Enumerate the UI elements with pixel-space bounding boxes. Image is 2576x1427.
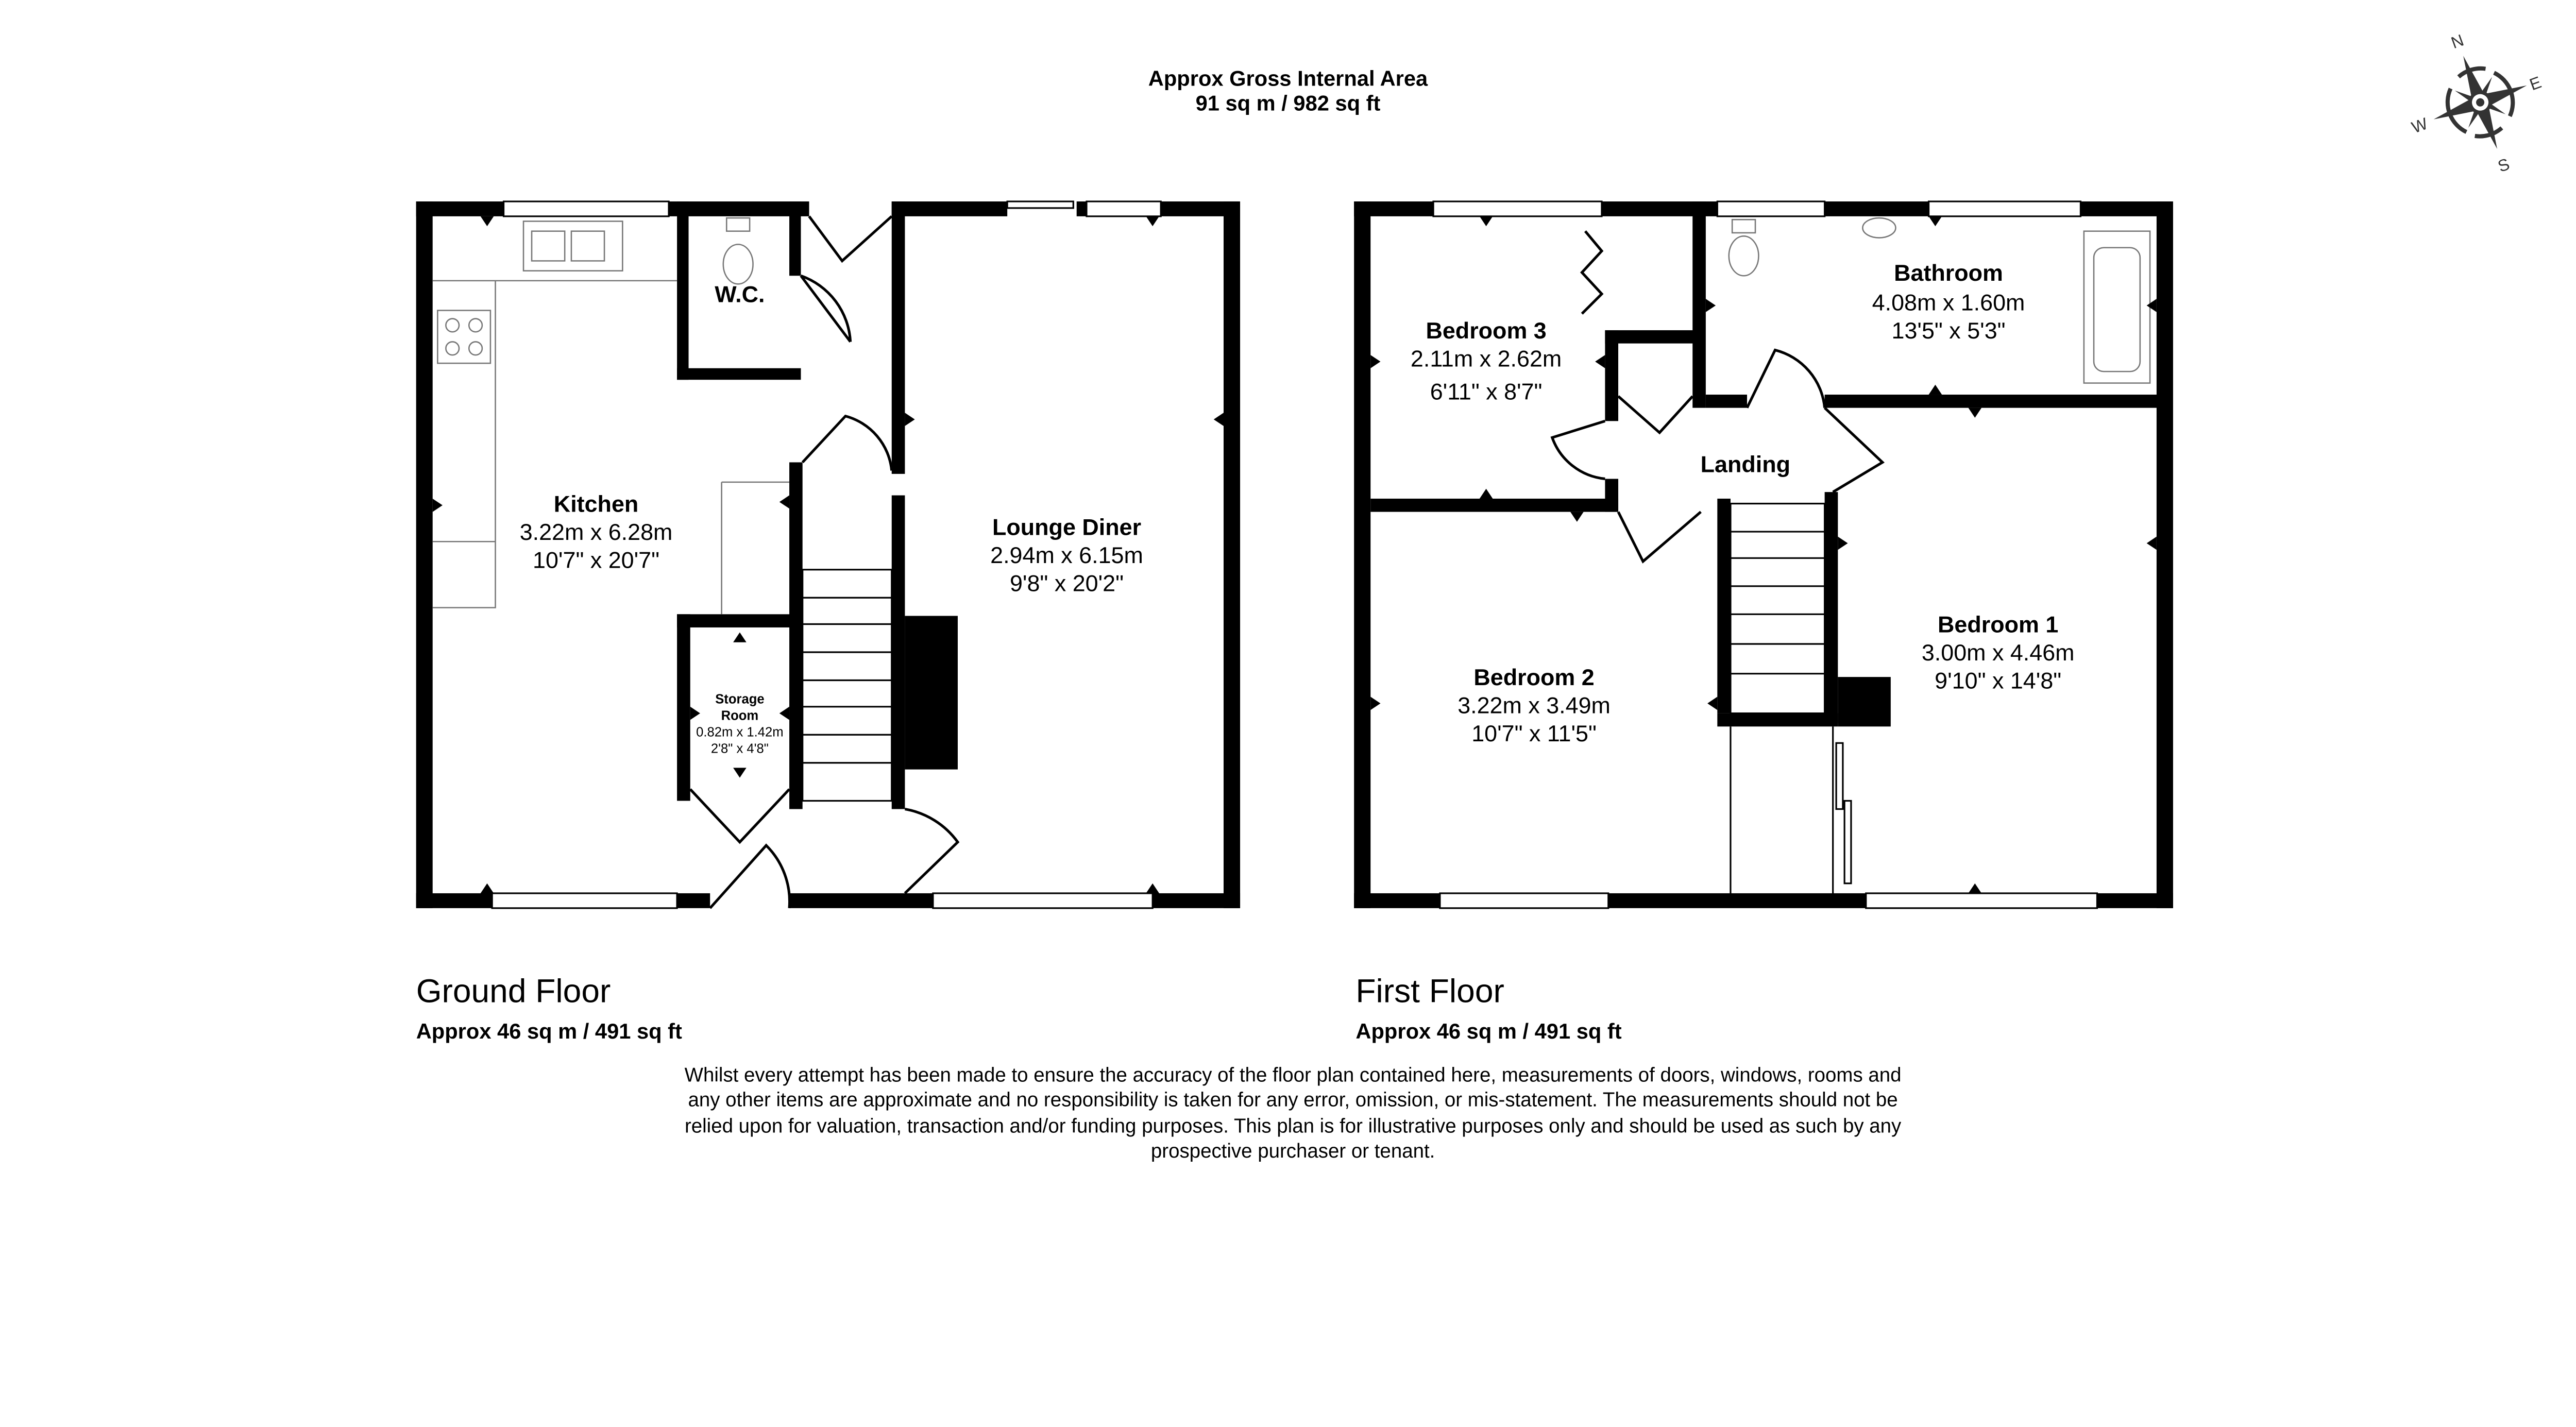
landing-name: Landing [1701,451,1790,478]
compass-n: N [2449,31,2466,53]
first-stairs [1730,502,1826,715]
lounge-metric: 2.94m x 6.15m [990,542,1143,568]
bathroom-name: Bathroom [1894,260,2003,286]
ground-floor-area: Approx 46 sq m / 491 sq ft [416,1019,682,1043]
bedroom1-name: Bedroom 1 [1938,611,2058,638]
disclaimer-line: Whilst every attempt has been made to en… [685,1064,1902,1086]
disclaimer-line: prospective purchaser or tenant. [1151,1140,1435,1162]
bedroom2-name: Bedroom 2 [1473,664,1594,690]
bedroom1-imperial: 9'10" x 14'8" [1935,668,2061,694]
storage-name-1: Storage [715,692,764,706]
disclaimer-line: relied upon for valuation, transaction a… [685,1115,1902,1137]
ground-floor-plan: Kitchen 3.22m x 6.28m 10'7" x 20'7" Loun… [416,200,1241,909]
lounge-imperial: 9'8" x 20'2" [1010,570,1124,596]
lounge-name: Lounge Diner [992,514,1141,540]
ground-floor-label: Ground Floor [416,973,611,1010]
kitchen-imperial: 10'7" x 20'7" [533,547,659,573]
ground-stairs [802,569,893,802]
first-floor-plan: Bedroom 3 2.11m x 2.62m 6'11" x 8'7" Bat… [1354,200,2173,909]
bedroom3-imperial: 6'11" x 8'7" [1430,379,1543,405]
bedroom3-metric: 2.11m x 2.62m [1411,346,1562,372]
floor-plan: Approx Gross Internal Area 91 sq m / 982… [416,31,2544,1162]
first-floor-label: First Floor [1355,973,1504,1010]
disclaimer-line: any other items are approximate and no r… [688,1089,1898,1111]
storage-name-2: Room [721,708,759,723]
compass-s: S [2495,155,2512,176]
bedroom2-imperial: 10'7" x 11'5" [1471,720,1597,746]
storage-imperial: 2'8" x 4'8" [711,742,769,756]
kitchen-name: Kitchen [554,491,639,517]
wc-name: W.C. [715,281,765,308]
kitchen-metric: 3.22m x 6.28m [520,519,673,545]
bedroom3-name: Bedroom 3 [1426,317,1546,344]
bathroom-imperial: 13'5" x 5'3" [1892,317,2006,344]
first-floor-area: Approx 46 sq m / 491 sq ft [1355,1019,1621,1043]
compass-e: E [2527,73,2544,94]
bathroom-metric: 4.08m x 1.60m [1872,290,2025,316]
compass-w: W [2409,114,2430,137]
disclaimer: Whilst every attempt has been made to en… [685,1064,1902,1162]
gross-area-title: Approx Gross Internal Area [1148,66,1428,91]
compass-rose-icon: N E S W [2409,31,2544,176]
storage-metric: 0.82m x 1.42m [696,725,784,739]
bedroom1-metric: 3.00m x 4.46m [1922,639,2075,666]
gross-area-value: 91 sq m / 982 sq ft [1196,91,1381,115]
bedroom2-metric: 3.22m x 3.49m [1458,692,1611,719]
